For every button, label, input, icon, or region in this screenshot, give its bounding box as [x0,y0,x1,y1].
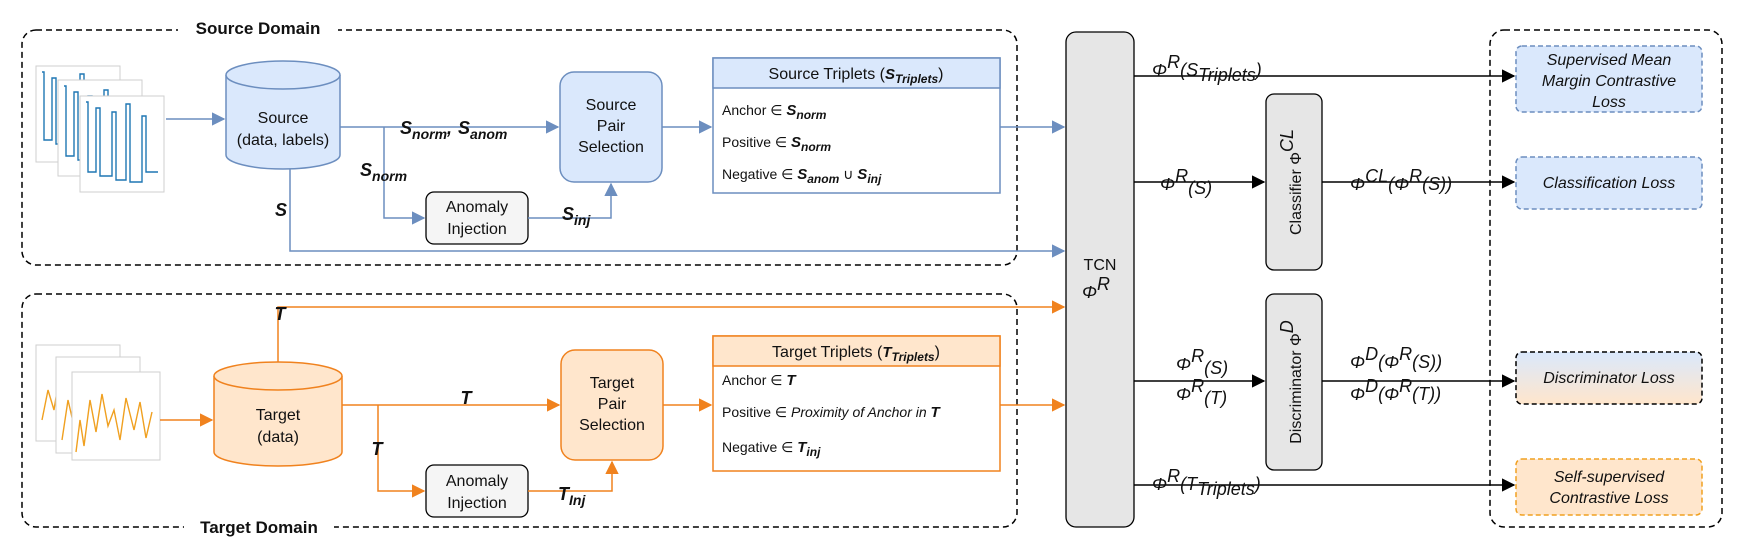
edge-label-s-inj: Sinj [562,204,591,228]
self-supervised-loss-line2: Contrastive Loss [1549,490,1668,507]
classification-loss-label: Classification Loss [1543,175,1676,192]
source-triplet-anchor: Anchor ∈ Snorm [722,102,827,122]
supervised-loss-line3: Loss [1592,94,1626,111]
edge-label-phi-d-s: ΦD(ΦR(S)) [1350,344,1442,372]
discriminator-label: Discriminator ΦD [1277,320,1305,444]
source-domain-border [21,29,1018,266]
source-pair-selection-line3: Selection [578,139,644,156]
edge-label-t-inj: TInj [558,484,586,508]
target-triplet-positive: Positive ∈ Proximity of Anchor in T [722,404,942,421]
edge-label-phi-r-t-triplets: ΦR(TTriplets) [1152,466,1261,499]
target-database-line1: Target [256,407,301,424]
target-pair-selection-line3: Selection [579,417,645,434]
source-triplets-table: Source Triplets (STriplets) Anchor ∈ Sno… [712,57,1001,194]
target-anomaly-injection: Anomaly Injection [425,464,529,518]
source-anomaly-injection-line2: Injection [447,221,507,238]
losses-border [1489,29,1723,528]
self-supervised-contrastive-loss: Self-supervised Contrastive Loss [1515,458,1703,516]
target-triplet-negative: Negative ∈ Tinj [722,439,821,459]
source-anomaly-injection-line1: Anomaly [446,199,508,216]
target-pair-selection-line1: Target [590,375,635,392]
target-database: Target (data) [213,361,343,467]
tcn-phi-label: ΦR [1082,274,1110,302]
classification-loss: Classification Loss [1515,156,1703,210]
source-triplet-negative: Negative ∈ Sanom ∪ Sinj [722,166,882,186]
edge-label-s-norm-anom: Snorm,Sanom [400,118,507,142]
discriminator-loss-label: Discriminator Loss [1543,370,1675,387]
target-edges [160,300,1066,498]
target-domain-border [21,293,1018,528]
source-timeseries-thumbnails [35,65,165,193]
self-supervised-loss-line1: Self-supervised [1554,469,1665,486]
classifier-label: Classifier ΦCL [1277,129,1305,235]
target-triplets-table: Target Triplets (TTriplets) Anchor ∈ T P… [712,335,1001,472]
edge-label-phi-r-s-triplets: ΦR(STriplets) [1152,52,1262,85]
source-database-line2: (data, labels) [237,132,330,149]
source-edges [166,112,1066,258]
target-database-line2: (data) [257,429,299,446]
tcn-block: TCN ΦR [1065,31,1135,528]
losses-group: Supervised Mean Margin Contrastive Loss … [1489,29,1723,528]
source-database: Source (data, labels) [225,60,341,170]
supervised-loss-line1: Supervised Mean [1547,52,1672,69]
source-domain-group: Source Domain Source (data, labels) Sour… [21,16,1066,266]
target-triplets-title: Target Triplets (TTriplets) [772,344,940,364]
edge-label-phi-cl: ΦCL(ΦR(S)) [1350,166,1452,194]
edge-label-t-branch: T [372,439,385,459]
source-domain-title: Source Domain [196,19,321,38]
edge-label-phi-r-s-disc: ΦR(S) [1176,346,1228,378]
target-domain-group: Target Domain Target (data) Target Pair … [21,293,1066,540]
source-triplet-positive: Positive ∈ Snorm [722,134,831,154]
tcn-label: TCN [1084,257,1117,274]
source-database-line1: Source [258,110,309,127]
supervised-contrastive-loss: Supervised Mean Margin Contrastive Loss [1515,45,1703,113]
source-pair-selection-line1: Source [586,97,637,114]
target-anomaly-injection-line2: Injection [447,495,507,512]
source-anomaly-injection: Anomaly Injection [425,191,529,245]
supervised-loss-line2: Margin Contrastive [1542,73,1676,90]
target-anomaly-injection-line1: Anomaly [446,473,508,490]
target-domain-title: Target Domain [200,518,318,537]
source-triplets-title: Source Triplets (STriplets) [769,66,944,86]
edge-label-phi-r-s: ΦR(S) [1160,166,1212,198]
source-pair-selection-line2: Pair [597,118,626,135]
discriminator-block: Discriminator ΦD [1265,293,1323,471]
source-pair-selection: Source Pair Selection [559,71,663,183]
target-timeseries-thumbnails [35,344,161,461]
discriminator-loss: Discriminator Loss [1515,351,1703,405]
edge-label-phi-r-t-disc: ΦR(T) [1176,376,1227,408]
edge-label-phi-d-t: ΦD(ΦR(T)) [1350,376,1441,404]
classifier-block: Classifier ΦCL [1265,93,1323,271]
target-pair-selection-line2: Pair [598,396,627,413]
edge-label-s-norm-branch: Snorm [360,160,407,184]
edge-label-t-main: T [461,388,474,408]
edge-label-t-top: T [275,304,288,324]
edge-label-s: S [275,200,287,220]
output-edges [1134,69,1516,492]
target-pair-selection: Target Pair Selection [560,349,664,461]
target-triplet-anchor: Anchor ∈ T [722,372,797,389]
